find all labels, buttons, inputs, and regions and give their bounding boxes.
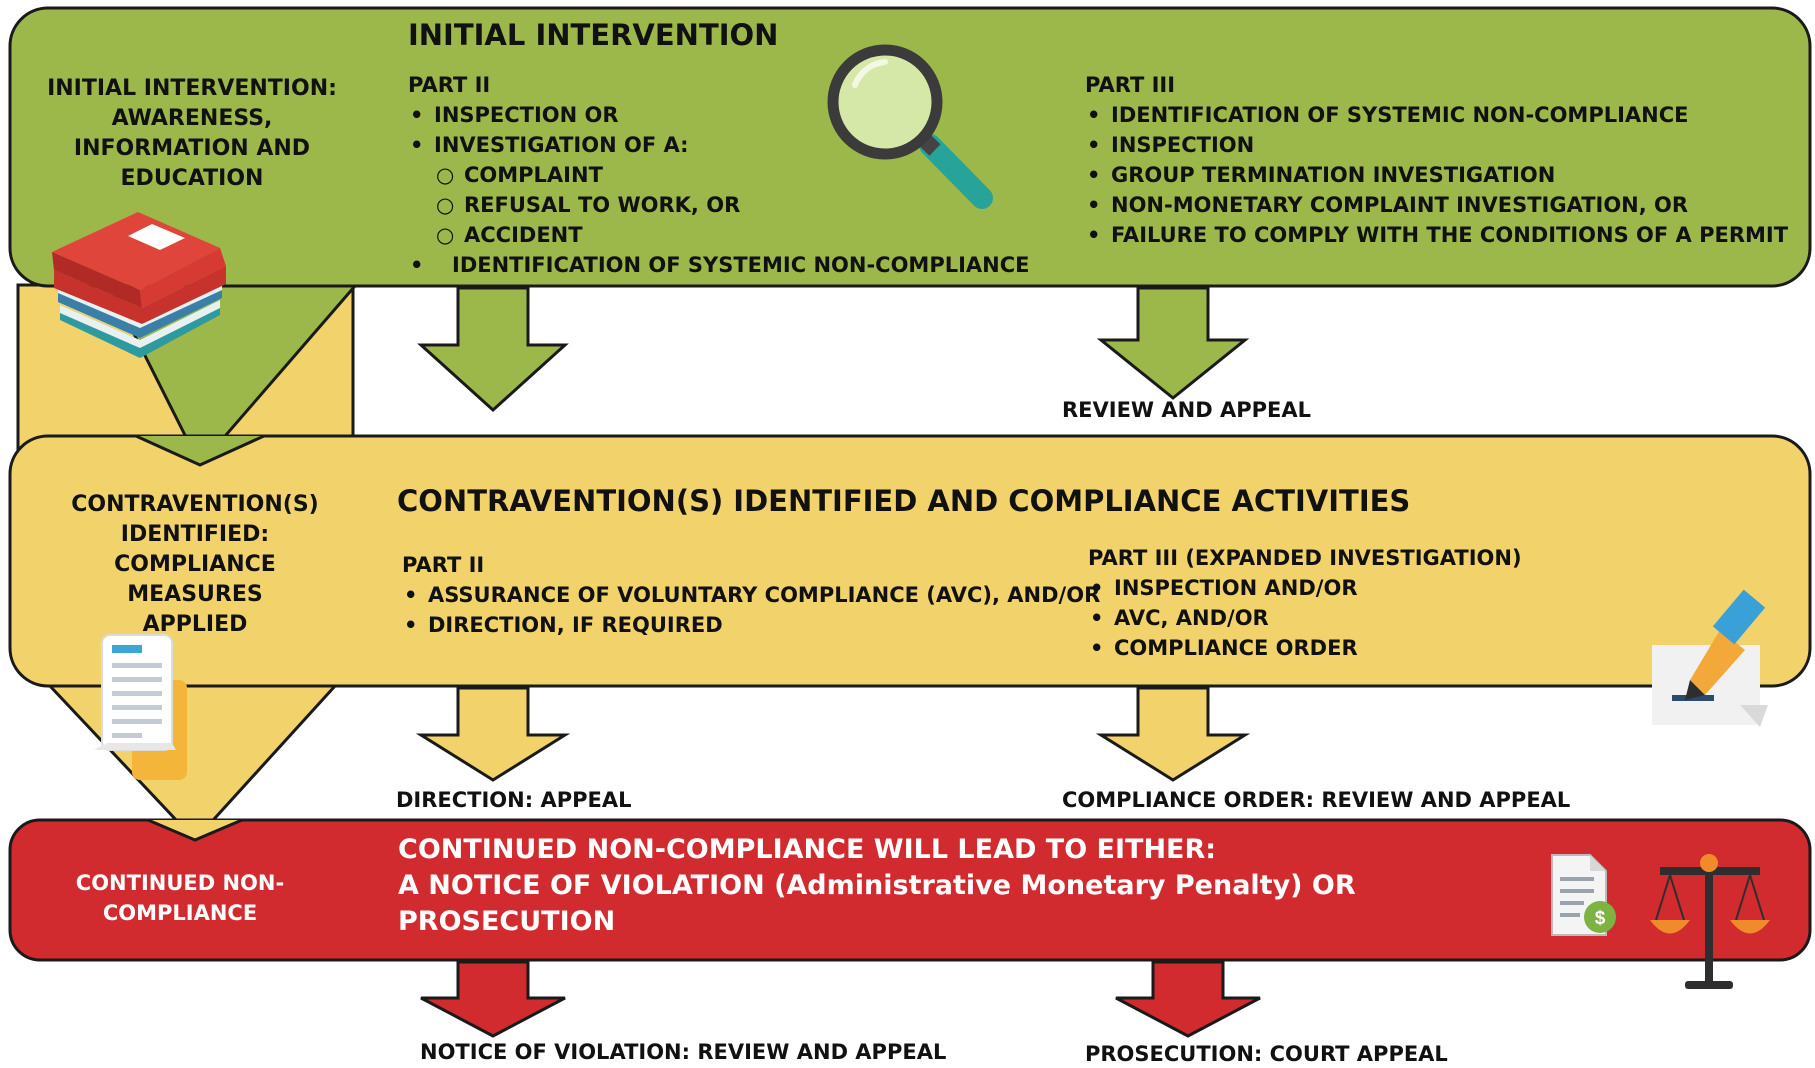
side-label-line: EDUCATION [120, 166, 264, 191]
initial-intervention-title: INITIAL INTERVENTION [408, 18, 779, 52]
noncompliance-statement: CONTINUED NON-COMPLIANCE WILL LEAD TO EI… [398, 832, 1356, 940]
side-label-line: INFORMATION AND [73, 136, 311, 161]
prosecution-caption: PROSECUTION: COURT APPEAL [1085, 1042, 1448, 1066]
yellow-funnel-tip [148, 820, 242, 840]
list-item: IDENTIFICATION OF SYSTEMIC NON-COMPLIANC… [1085, 100, 1788, 130]
side-label-line: CONTINUED NON- [75, 871, 285, 895]
sub-list-item: COMPLAINT [408, 160, 1030, 190]
pen-signature-icon [1652, 589, 1768, 727]
arrow-green-left [417, 286, 569, 413]
books-icon [52, 212, 226, 358]
list-item: GROUP TERMINATION INVESTIGATION [1085, 160, 1788, 190]
yellow-funnel-triangle [46, 684, 339, 843]
review-appeal-caption: REVIEW AND APPEAL [1062, 398, 1311, 422]
side-label-line: IDENTIFIED: [120, 522, 270, 547]
part-heading: PART III [1085, 73, 1176, 97]
contravention-side-label: CONTRAVENTION(S) IDENTIFIED: COMPLIANCE … [45, 490, 345, 640]
part-heading: PART II [408, 73, 491, 97]
invoice-dollar-icon: $ [1551, 854, 1616, 936]
arrow-red-right [1115, 960, 1261, 1038]
list-item: FAILURE TO COMPLY WITH THE CONDITIONS OF… [1085, 220, 1788, 250]
contravention-part-ii: PART II ASSURANCE OF VOLUNTARY COMPLIANC… [402, 550, 1100, 640]
compliance-order-caption: COMPLIANCE ORDER: REVIEW AND APPEAL [1062, 788, 1571, 812]
sub-list-item: REFUSAL TO WORK, OR [408, 190, 1030, 220]
arrow-yellow-left [415, 686, 571, 782]
list-item: INSPECTION OR [408, 100, 1030, 130]
side-label-line: INITIAL INTERVENTION: [47, 76, 337, 101]
arrow-yellow-right [1095, 686, 1251, 782]
scales-of-justice-icon [1650, 854, 1770, 989]
arrow-red-left [420, 960, 566, 1038]
list-item: INSPECTION AND/OR [1088, 573, 1522, 603]
noncompliance-band [8, 818, 1812, 962]
contravention-part-iii: PART III (EXPANDED INVESTIGATION) INSPEC… [1088, 543, 1522, 663]
sub-list-item: ACCIDENT [408, 220, 1030, 250]
notice-violation-caption: NOTICE OF VIOLATION: REVIEW AND APPEAL [420, 1040, 947, 1064]
statement-line: CONTINUED NON-COMPLIANCE WILL LEAD TO EI… [398, 834, 1217, 865]
statement-line: PROSECUTION [398, 906, 616, 937]
contravention-title: CONTRAVENTION(S) IDENTIFIED AND COMPLIAN… [397, 484, 1411, 518]
side-label-line: COMPLIANCE [102, 901, 258, 925]
initial-part-ii: PART II INSPECTION OR INVESTIGATION OF A… [408, 70, 1030, 280]
statement-line: A NOTICE OF VIOLATION (Administrative Mo… [398, 870, 1356, 901]
list-item: ASSURANCE OF VOLUNTARY COMPLIANCE (AVC),… [402, 580, 1100, 610]
arrow-green-right [1096, 286, 1250, 400]
direction-appeal-caption: DIRECTION: APPEAL [396, 788, 632, 812]
part-heading: PART II [402, 553, 485, 577]
part-heading: PART III (EXPANDED INVESTIGATION) [1088, 546, 1522, 570]
side-label-line: COMPLIANCE MEASURES [114, 552, 276, 607]
green-funnel-tip [136, 436, 264, 465]
list-item: IDENTIFICATION OF SYSTEMIC NON-COMPLIANC… [408, 250, 1030, 280]
initial-side-label: INITIAL INTERVENTION: AWARENESS, INFORMA… [42, 74, 342, 194]
list-item: INSPECTION [1085, 130, 1788, 160]
initial-part-iii: PART III IDENTIFICATION OF SYSTEMIC NON-… [1085, 70, 1788, 250]
noncompliance-side-label: CONTINUED NON- COMPLIANCE [55, 868, 305, 928]
list-item: COMPLIANCE ORDER [1088, 633, 1522, 663]
list-item: NON-MONETARY COMPLAINT INVESTIGATION, OR [1085, 190, 1788, 220]
side-label-line: AWARENESS, [111, 106, 273, 131]
document-list-icon [94, 634, 187, 780]
side-label-line: APPLIED [142, 612, 248, 637]
side-label-line: CONTRAVENTION(S) [71, 492, 319, 517]
svg-text:$: $ [1595, 908, 1606, 929]
list-item: AVC, AND/OR [1088, 603, 1522, 633]
list-item: INVESTIGATION OF A: [408, 130, 1030, 160]
list-item: DIRECTION, IF REQUIRED [402, 610, 1100, 640]
